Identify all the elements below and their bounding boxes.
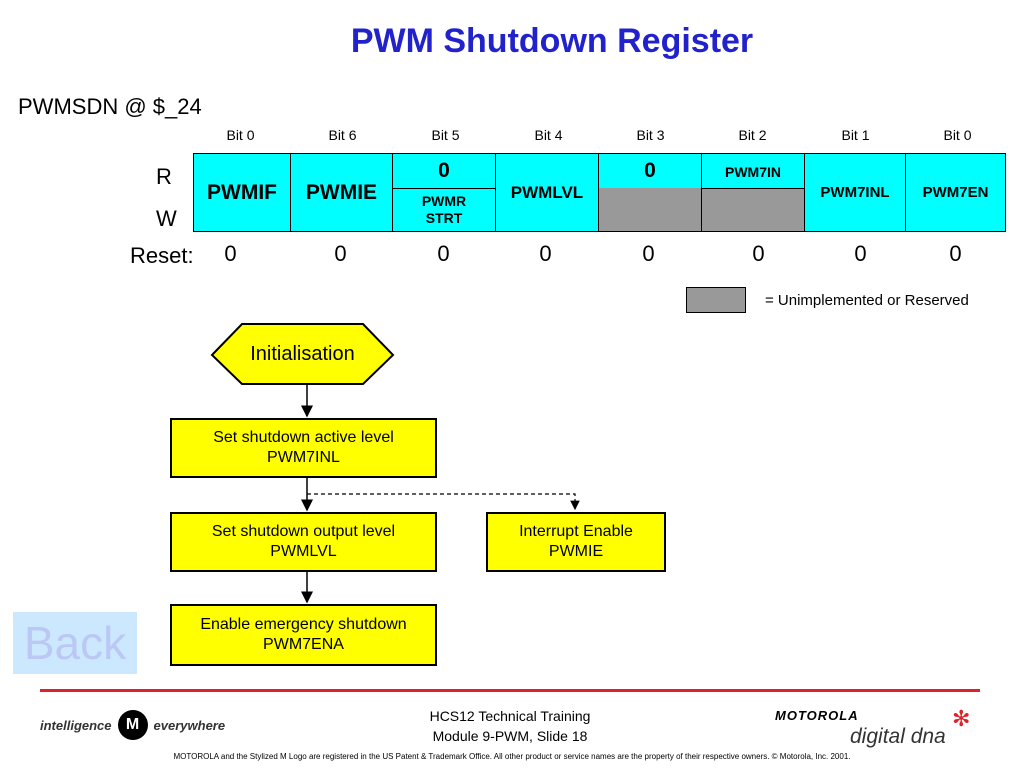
register-table: PWMIF PWMIE 0 PWMR STRT PWMLVL 0 PWM7IN … [193, 153, 1006, 232]
tagline-right: everywhere [153, 717, 226, 733]
bit-cell-bit2: PWM7IN [702, 154, 805, 231]
slide-number: Module 9-PWM, Slide 18 [432, 728, 588, 744]
bit5-write-pwmrstrt: PWMR STRT [421, 192, 467, 226]
dna-flower-icon: ✻ [952, 706, 971, 731]
bit5-read-value: 0 [393, 154, 495, 189]
back-button[interactable]: Back [13, 612, 137, 674]
reset-value: 0 [752, 241, 765, 266]
bit-cell-pwmif: PWMIF [194, 154, 291, 231]
bit-label: Bit 4 [534, 127, 563, 143]
reset-value: 0 [539, 241, 552, 266]
bit-label: Bit 6 [328, 127, 357, 143]
flow-start: Initialisation [250, 342, 355, 365]
digital-dna-logo: digital dna [850, 725, 946, 748]
flow-step-text: PWMLVL [270, 543, 337, 560]
flow-step-text: Set shutdown output level [211, 523, 396, 540]
bit-label: Bit 0 [943, 127, 972, 143]
read-row-label: R [156, 164, 172, 189]
tagline-logo: intelligence M everywhere [40, 707, 250, 743]
start-terminator-shape [210, 323, 395, 385]
reset-value: 0 [949, 241, 962, 266]
reset-value: 0 [437, 241, 450, 266]
register-name: PWMSDN @ $_24 [18, 94, 202, 119]
bit2-read-pwm7in: PWM7IN [725, 164, 781, 180]
flow-step-text: PWM7ENA [263, 636, 344, 653]
flow-step-text: Enable emergency shutdown [200, 616, 407, 633]
bit-label: Bit 2 [738, 127, 767, 143]
brand-wordmark: MOTOROLA [775, 708, 859, 723]
bit2-unimplemented [702, 188, 804, 231]
flow-step-text: PWMIE [548, 543, 604, 560]
bit-cell-pwm7inl: PWM7INL [805, 154, 906, 231]
bit-label: Bit 0 [226, 127, 255, 143]
bit3-unimplemented [599, 188, 701, 231]
flow-step-emergency-shutdown: Enable emergency shutdown PWM7ENA [170, 604, 437, 666]
bit-label: Bit 5 [431, 127, 460, 143]
flow-step-active-level: Set shutdown active level PWM7INL [170, 418, 437, 478]
tagline-left: intelligence [40, 717, 112, 733]
reset-row-label: Reset: [130, 243, 194, 268]
reset-value: 0 [334, 241, 347, 266]
reset-value: 0 [224, 241, 237, 266]
bit-cell-pwm7en: PWM7EN [922, 184, 989, 201]
bit-cell-bit3: 0 [599, 154, 702, 231]
flow-step-text: Interrupt Enable [519, 523, 633, 540]
legend-text: = Unimplemented or Reserved [765, 292, 969, 309]
flow-step-text: PWM7INL [267, 449, 340, 466]
footer-divider [40, 689, 980, 692]
bit-cell-pwmlvl: PWMLVL [496, 154, 599, 231]
reset-value: 0 [854, 241, 867, 266]
bit-label: Bit 3 [636, 127, 665, 143]
flow-step-output-level: Set shutdown output level PWMLVL [170, 512, 437, 572]
page-title: PWM Shutdown Register [350, 22, 754, 60]
dashed-connector-arrow [307, 493, 580, 511]
legend-swatch [686, 287, 746, 313]
copyright-notice: MOTOROLA and the Stylized M Logo are reg… [173, 752, 851, 761]
bit-cell-pwmie: PWMIE [291, 154, 393, 231]
write-row-label: W [156, 206, 177, 231]
course-title: HCS12 Technical Training [429, 708, 591, 724]
bit-cell-bit5: 0 PWMR STRT [393, 154, 496, 231]
flow-step-interrupt-enable: Interrupt Enable PWMIE [486, 512, 666, 572]
flow-step-text: Set shutdown active level [213, 429, 394, 446]
bit-label: Bit 1 [841, 127, 870, 143]
motorola-m-icon: M [117, 710, 148, 740]
footer-course: HCS12 Technical Training Module 9-PWM, S… [355, 706, 665, 746]
reset-value: 0 [642, 241, 655, 266]
